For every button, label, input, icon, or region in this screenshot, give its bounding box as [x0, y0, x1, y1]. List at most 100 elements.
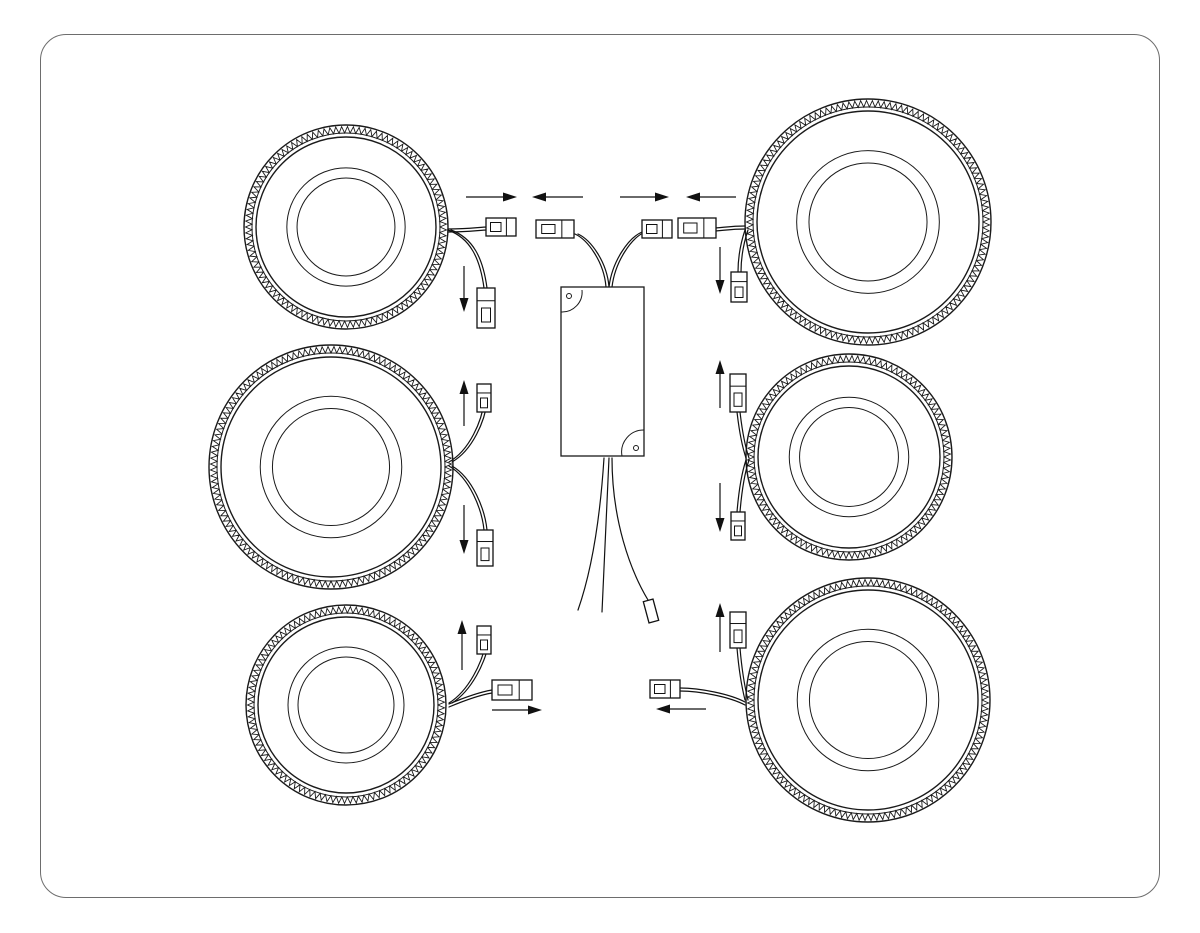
connector-bottom-left-up	[476, 625, 492, 655]
direction-arrows	[457, 192, 736, 715]
arrow-head	[655, 192, 669, 202]
connector-middle-right-down	[730, 511, 746, 541]
arrow-head	[656, 704, 670, 714]
connector-top-left-right	[485, 217, 517, 237]
arrow-head	[715, 603, 725, 617]
wire-bottom-right-left	[679, 690, 746, 706]
connector-top-left-down	[476, 287, 496, 329]
light-rim-inner	[753, 361, 945, 553]
driver-input-wire-1	[577, 457, 605, 611]
connector-pins	[497, 684, 513, 696]
connector-pins	[654, 684, 666, 694]
connector-top-right-down	[730, 271, 748, 303]
light-lens	[297, 656, 395, 754]
connector-pins	[481, 307, 491, 323]
light-lens	[271, 407, 391, 527]
driver-box	[560, 286, 645, 457]
connector-driver-right	[641, 219, 673, 239]
arrow-head	[686, 192, 700, 202]
light-face	[257, 616, 435, 794]
arrow-head	[459, 298, 469, 312]
connector-pins	[480, 397, 488, 409]
light-rim-serration	[246, 605, 446, 805]
wire-top-right-down	[740, 229, 749, 273]
light-bottom-left	[245, 604, 447, 806]
light-middle-right	[745, 353, 953, 561]
light-lens	[296, 177, 396, 277]
light-face	[756, 110, 980, 334]
light-rim-outer	[243, 124, 449, 330]
light-rim-inner	[752, 106, 984, 338]
wire-bottom-right-left	[679, 687, 746, 703]
wire-bottom-right-up	[739, 647, 749, 701]
connector-pins	[733, 392, 743, 407]
wire-middle-right-down	[736, 459, 747, 513]
wires	[447, 225, 750, 708]
driver-corner-top	[560, 289, 583, 313]
light-rim-outer	[745, 577, 991, 823]
connector-pins	[480, 639, 488, 651]
driver-lead-right	[608, 231, 643, 288]
light-rim-outer	[245, 604, 447, 806]
light-fixtures	[208, 98, 992, 823]
light-bottom-right	[745, 577, 991, 823]
light-rim-serration	[244, 125, 448, 329]
light-rim-serration	[746, 354, 952, 560]
driver-mount-hole-top	[566, 293, 572, 299]
driver-input-wire-3	[611, 457, 649, 601]
light-lens	[799, 407, 899, 507]
arrow-middle-right-up	[715, 360, 725, 408]
wire-bottom-right-up	[736, 647, 746, 701]
light-face	[757, 365, 941, 549]
arrow-bottom-right-left	[656, 704, 706, 714]
connector-bottom-right-left	[649, 679, 681, 699]
light-trim-ring	[287, 646, 405, 764]
wire-middle-left-down	[448, 465, 485, 531]
driver-lead-left	[577, 233, 610, 288]
wire-middle-left-down	[451, 465, 488, 531]
wire-top-right-left	[711, 228, 746, 232]
light-rim-outer	[744, 98, 992, 346]
wire-middle-right-down	[739, 459, 750, 513]
connector-bottom-right-up	[729, 611, 747, 649]
connector-bottom-left-right	[491, 679, 533, 701]
light-face	[757, 589, 979, 811]
wire-top-left-down	[450, 229, 488, 289]
arrow-head	[715, 360, 725, 374]
connector-pins	[646, 224, 658, 234]
light-trim-ring	[796, 628, 940, 772]
arrow-bottom-left-right	[492, 705, 542, 715]
arrow-head	[715, 280, 725, 294]
arrow-head	[459, 540, 469, 554]
connector-pins	[490, 222, 502, 232]
driver-input-wire-2	[601, 457, 610, 613]
arrow-middle-left-up	[459, 380, 469, 426]
light-trim-ring	[286, 167, 406, 287]
driver-mount-hole-bottom	[633, 445, 639, 451]
light-top-right	[744, 98, 992, 346]
arrow-top-right-left	[686, 192, 736, 202]
wire-middle-right-up	[739, 411, 750, 459]
driver-lead-left	[574, 233, 607, 288]
light-trim-ring	[259, 395, 403, 539]
light-face	[255, 136, 437, 318]
light-middle-left	[208, 344, 454, 590]
connector-pins	[683, 222, 698, 234]
connector-pins	[480, 547, 490, 562]
light-trim-ring	[788, 396, 910, 518]
connector-pins	[734, 286, 744, 298]
arrow-head	[715, 518, 725, 532]
arrow-head	[457, 620, 467, 634]
driver-input-plug	[642, 598, 660, 624]
arrow-bottom-right-up	[715, 603, 725, 652]
light-face	[220, 356, 442, 578]
connector-pins	[734, 525, 742, 537]
light-rim-serration	[745, 99, 991, 345]
arrow-driver-right	[620, 192, 669, 202]
arrow-middle-right-down	[715, 483, 725, 532]
arrow-head	[532, 192, 546, 202]
arrow-top-left-down	[459, 266, 469, 312]
light-rim-outer	[208, 344, 454, 590]
